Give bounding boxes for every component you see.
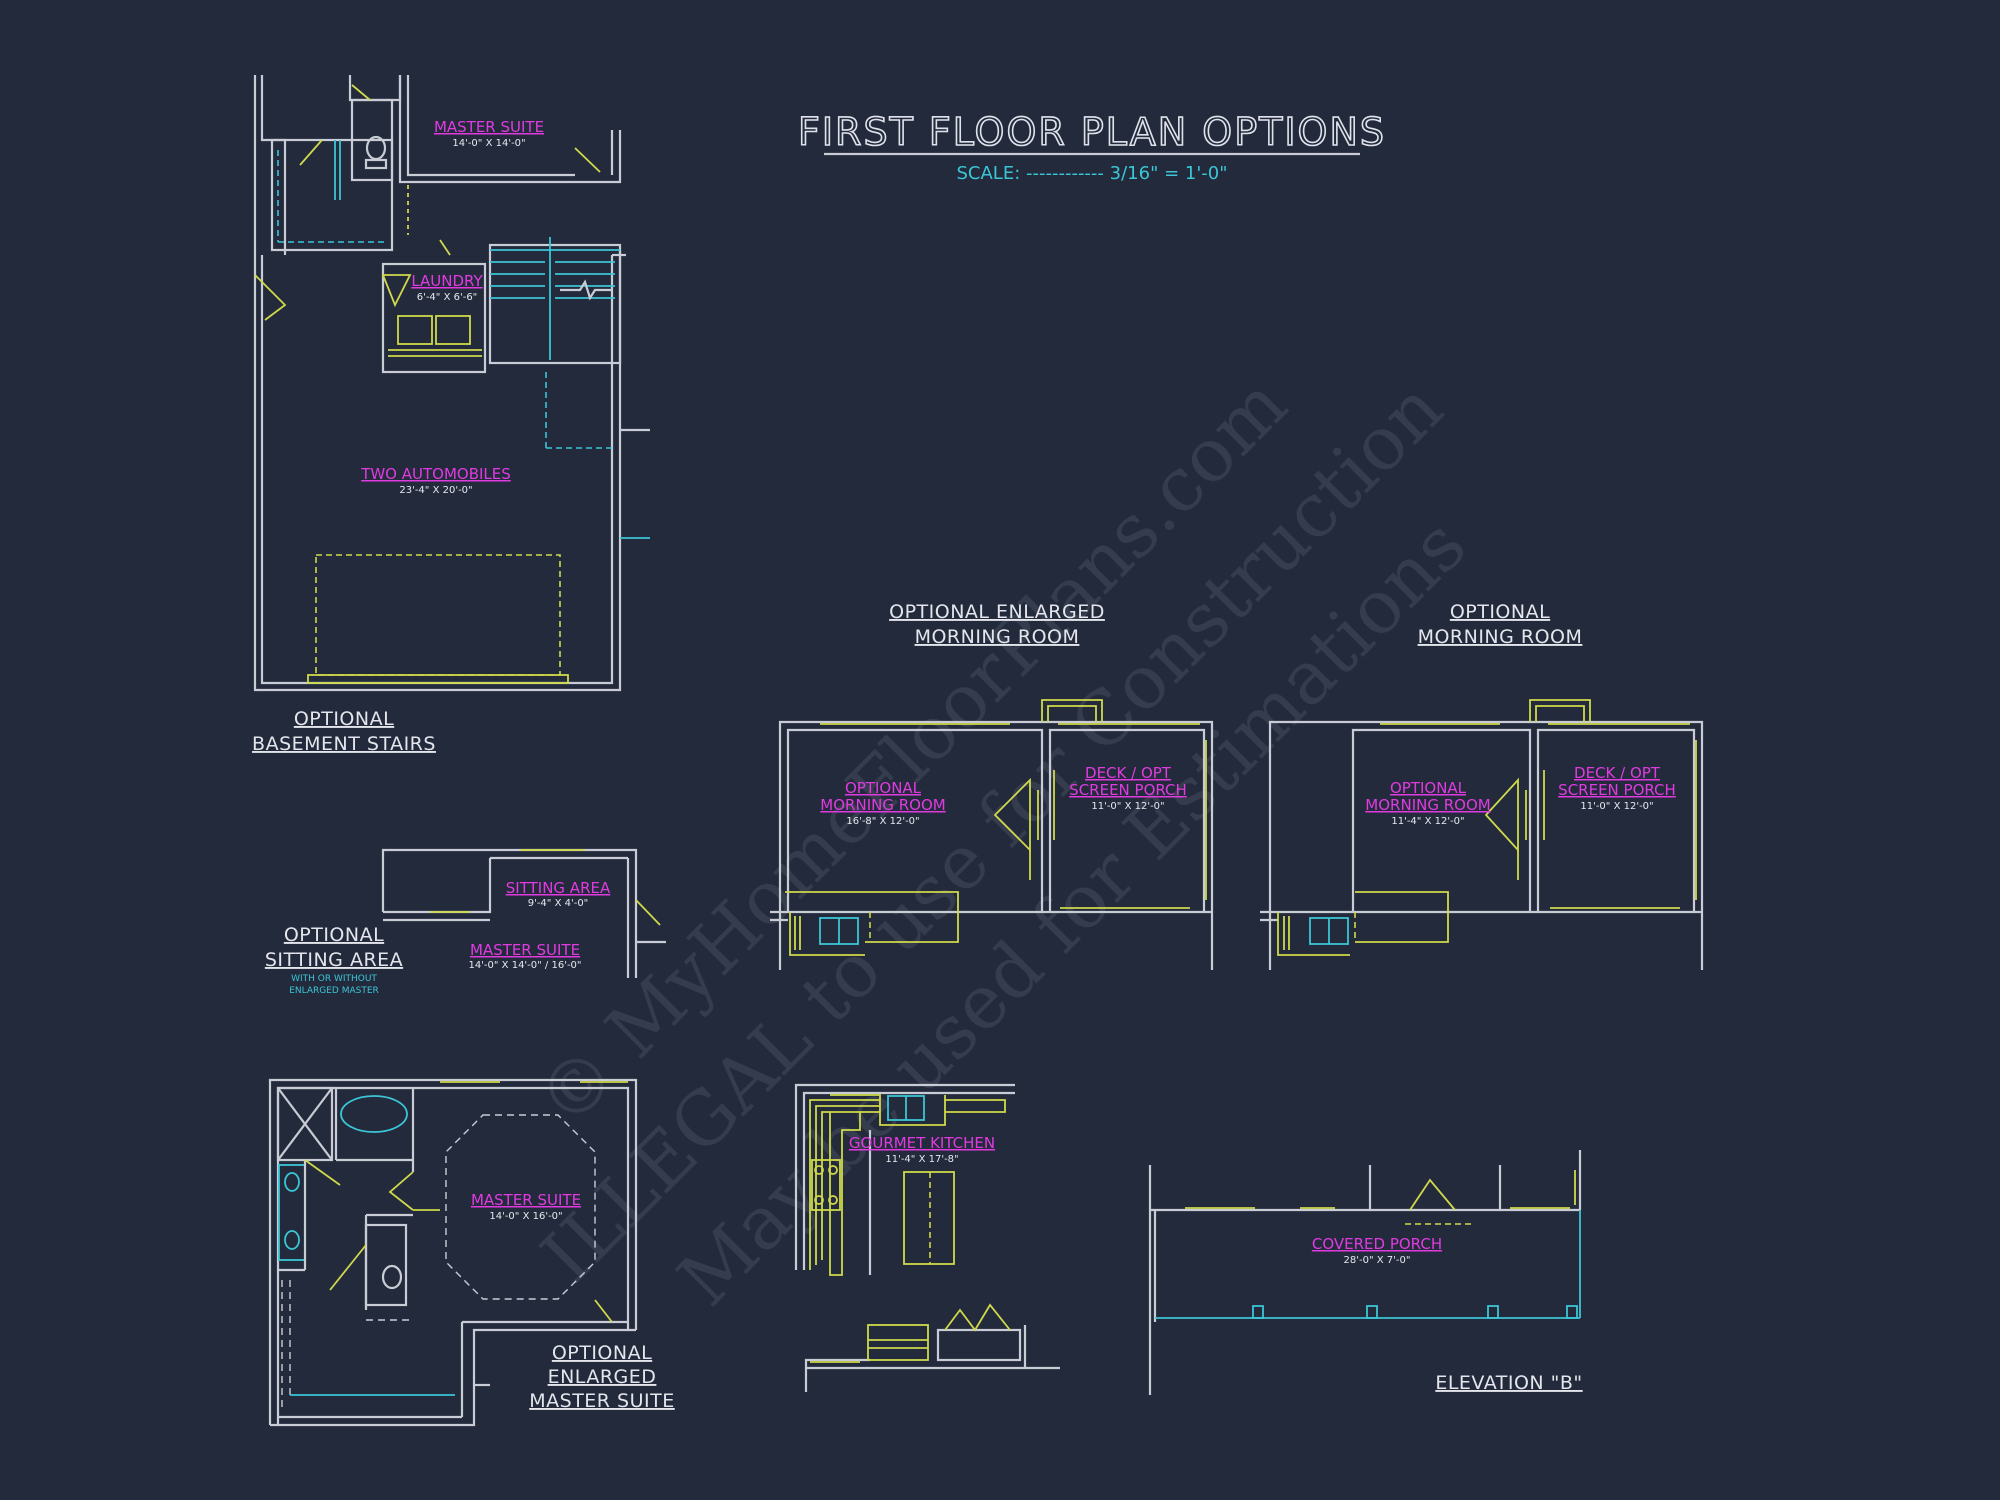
morning-porch-label-2: SCREEN PORCH (1558, 781, 1676, 799)
watermark: © MyHomeFloorPlans.com ILLEGAL to use fo… (521, 361, 1482, 1322)
gourmet-kitchen-plan: GOURMET KITCHEN 11'-4" X 17'-8" (794, 1083, 1060, 1392)
covered-porch-dim: 28'-0" X 7'-0" (1344, 1255, 1411, 1266)
basement-stairs-caption-2: BASEMENT STAIRS (252, 733, 436, 755)
enlarged-morning-room-label-1: OPTIONAL (845, 779, 922, 797)
morning-room-label-2: MORNING ROOM (1365, 796, 1490, 814)
enlarged-master-label: MASTER SUITE (471, 1191, 581, 1209)
enlarged-morning-room-label-2: MORNING ROOM (820, 796, 945, 814)
page-title: FIRST FLOOR PLAN OPTIONS (798, 110, 1386, 154)
kitchen-dim: 11'-4" X 17'-8" (885, 1154, 958, 1165)
sitting-master-dim: 14'-0" X 14'-0" / 16'-0" (468, 960, 581, 971)
enlarged-master-caption-3: MASTER SUITE (529, 1390, 675, 1412)
morning-caption-2: MORNING ROOM (1418, 626, 1583, 648)
title-block: FIRST FLOOR PLAN OPTIONS SCALE: --------… (797, 109, 1386, 184)
enlarged-morning-porch-dim: 11'-0" X 12'-0" (1091, 801, 1164, 812)
sitting-area-label: SITTING AREA (506, 879, 611, 897)
morning-room-dim: 11'-4" X 12'-0" (1391, 816, 1464, 827)
garage-master-suite-label: MASTER SUITE (434, 118, 544, 136)
sitting-area-plan: SITTING AREA 9'-4" X 4'-0" MASTER SUITE … (265, 848, 666, 996)
enlarged-master-caption-2: ENLARGED (548, 1366, 657, 1388)
enlarged-master-dim: 14'-0" X 16'-0" (489, 1211, 562, 1222)
garage-dim: 23'-4" X 20'-0" (399, 485, 472, 496)
morning-room-plan: OPTIONAL MORNING ROOM OPTIONAL MORNING R… (1260, 601, 1704, 970)
kitchen-label: GOURMET KITCHEN (849, 1134, 995, 1152)
enlarged-master-plan: MASTER SUITE 14'-0" X 16'-0" OPTIONAL EN… (268, 1078, 675, 1427)
garage-label: TWO AUTOMOBILES (360, 465, 511, 483)
enlarged-morning-caption-2: MORNING ROOM (915, 626, 1080, 648)
elevation-b-caption: ELEVATION "B" (1435, 1372, 1582, 1394)
enlarged-morning-porch-label-1: DECK / OPT (1085, 764, 1172, 782)
watermark-line-2: ILLEGAL to use for Construction (525, 365, 1459, 1299)
enlarged-morning-porch-label-2: SCREEN PORCH (1069, 781, 1187, 799)
covered-porch-label: COVERED PORCH (1312, 1235, 1442, 1253)
sitting-note-2: ENLARGED MASTER (289, 986, 379, 996)
laundry-label: LAUNDRY (411, 272, 483, 290)
enlarged-morning-caption-1: OPTIONAL ENLARGED (889, 601, 1105, 623)
morning-porch-dim: 11'-0" X 12'-0" (1580, 801, 1653, 812)
sitting-note-1: WITH OR WITHOUT (291, 974, 377, 984)
sitting-caption-1: OPTIONAL (284, 924, 384, 946)
basement-stairs-caption-1: OPTIONAL (294, 708, 394, 730)
enlarged-master-caption-1: OPTIONAL (552, 1342, 652, 1364)
enlarged-morning-room-dim: 16'-8" X 12'-0" (846, 816, 919, 827)
scale-note: SCALE: ------------ 3/16" = 1'-0" (956, 163, 1227, 184)
garage-master-suite-dim: 14'-0" X 14'-0" (452, 138, 525, 149)
sitting-area-dim: 9'-4" X 4'-0" (528, 898, 589, 909)
sitting-caption-2: SITTING AREA (265, 949, 403, 971)
garage-plan: MASTER SUITE 14'-0" X 14'-0" LAUNDRY 6'-… (252, 75, 650, 755)
morning-porch-label-1: DECK / OPT (1574, 764, 1661, 782)
morning-room-label-1: OPTIONAL (1390, 779, 1467, 797)
enlarged-morning-room-plan: OPTIONAL ENLARGED MORNING ROOM OPTIONAL … (770, 601, 1214, 970)
laundry-dim: 6'-4" X 6'-6" (417, 292, 478, 303)
covered-porch-plan: COVERED PORCH 28'-0" X 7'-0" ELEVATION "… (1148, 1150, 1582, 1395)
sitting-master-label: MASTER SUITE (470, 941, 580, 959)
morning-caption-1: OPTIONAL (1450, 601, 1550, 623)
